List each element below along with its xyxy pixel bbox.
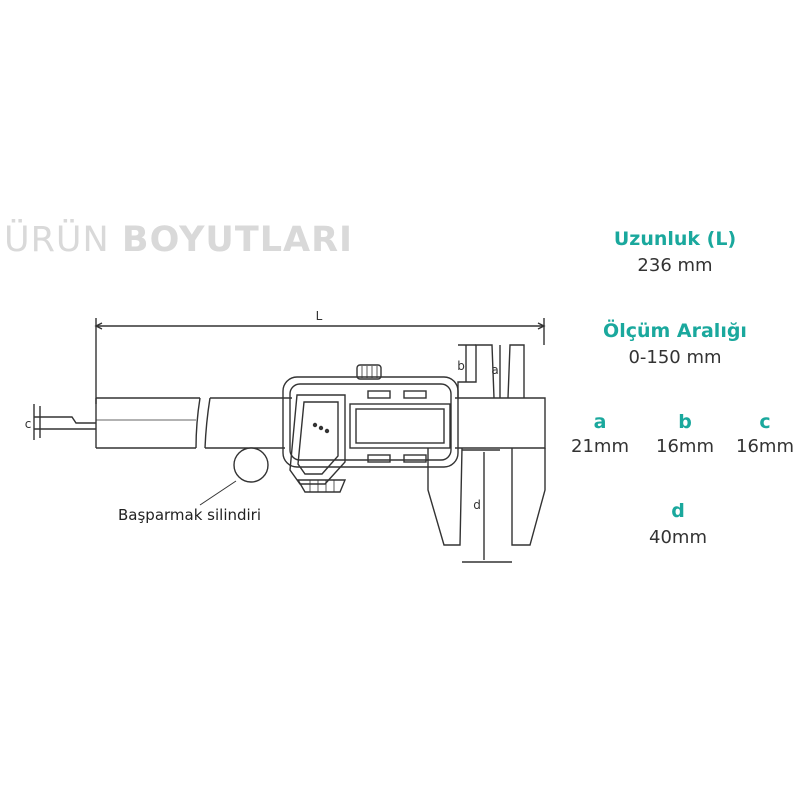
beam-right: [455, 397, 546, 449]
spec-b-value: 16mm: [656, 436, 714, 457]
thumb-roller-base: [296, 479, 347, 493]
lcd-window: [355, 408, 445, 444]
upper-jaw-fixed: [507, 344, 525, 399]
dim-c-text: c: [25, 417, 32, 431]
button-pad: [289, 394, 346, 485]
lock-screw: [356, 364, 382, 380]
beam-break-left: [195, 397, 201, 449]
slider-inner: [289, 383, 452, 461]
dim-b-text: b: [457, 359, 465, 373]
heading-bold: BOYUTLARI: [121, 220, 354, 260]
spec-a-label: a: [593, 411, 607, 433]
slider-button-top-1: [367, 390, 391, 399]
spec-c-label: c: [759, 411, 771, 433]
length-value: 236 mm: [637, 255, 713, 276]
spec-d-value: 40mm: [649, 527, 707, 548]
slider-body: [282, 376, 459, 468]
section-heading: ÜRÜN BOYUTLARI: [4, 220, 353, 260]
button-pad-inner: [297, 401, 339, 475]
depth-rod-top: [34, 416, 96, 424]
heading-light: ÜRÜN: [4, 220, 110, 260]
lower-jaw-fixed: [511, 448, 546, 546]
spec-c-value: 16mm: [736, 436, 794, 457]
length-label: Uzunluk (L): [613, 228, 737, 250]
lower-jaw-slider: [427, 447, 463, 546]
spec-a-value: 21mm: [571, 436, 629, 457]
slider-button-top-2: [403, 390, 427, 399]
beam-break-right: [204, 397, 211, 449]
thumb-roller-icon: [233, 447, 269, 483]
dim-L-text: L: [316, 309, 323, 323]
slider-button-bottom-2: [403, 454, 427, 463]
thumb-roller-label: Başparmak silindiri: [118, 506, 262, 524]
dim-a-text: a: [491, 363, 498, 377]
lcd-display: [349, 403, 451, 449]
power-icon: [312, 422, 330, 434]
dim-d-text: d: [473, 498, 481, 512]
upper-jaw-slider: [457, 344, 495, 399]
spec-d-label: d: [671, 500, 685, 522]
range-value: 0-150 mm: [628, 347, 722, 368]
slider-button-bottom-1: [367, 454, 391, 463]
spec-b-label: b: [678, 411, 692, 433]
range-label: Ölçüm Aralığı: [603, 320, 747, 342]
thumb-leader-line: [199, 480, 237, 506]
